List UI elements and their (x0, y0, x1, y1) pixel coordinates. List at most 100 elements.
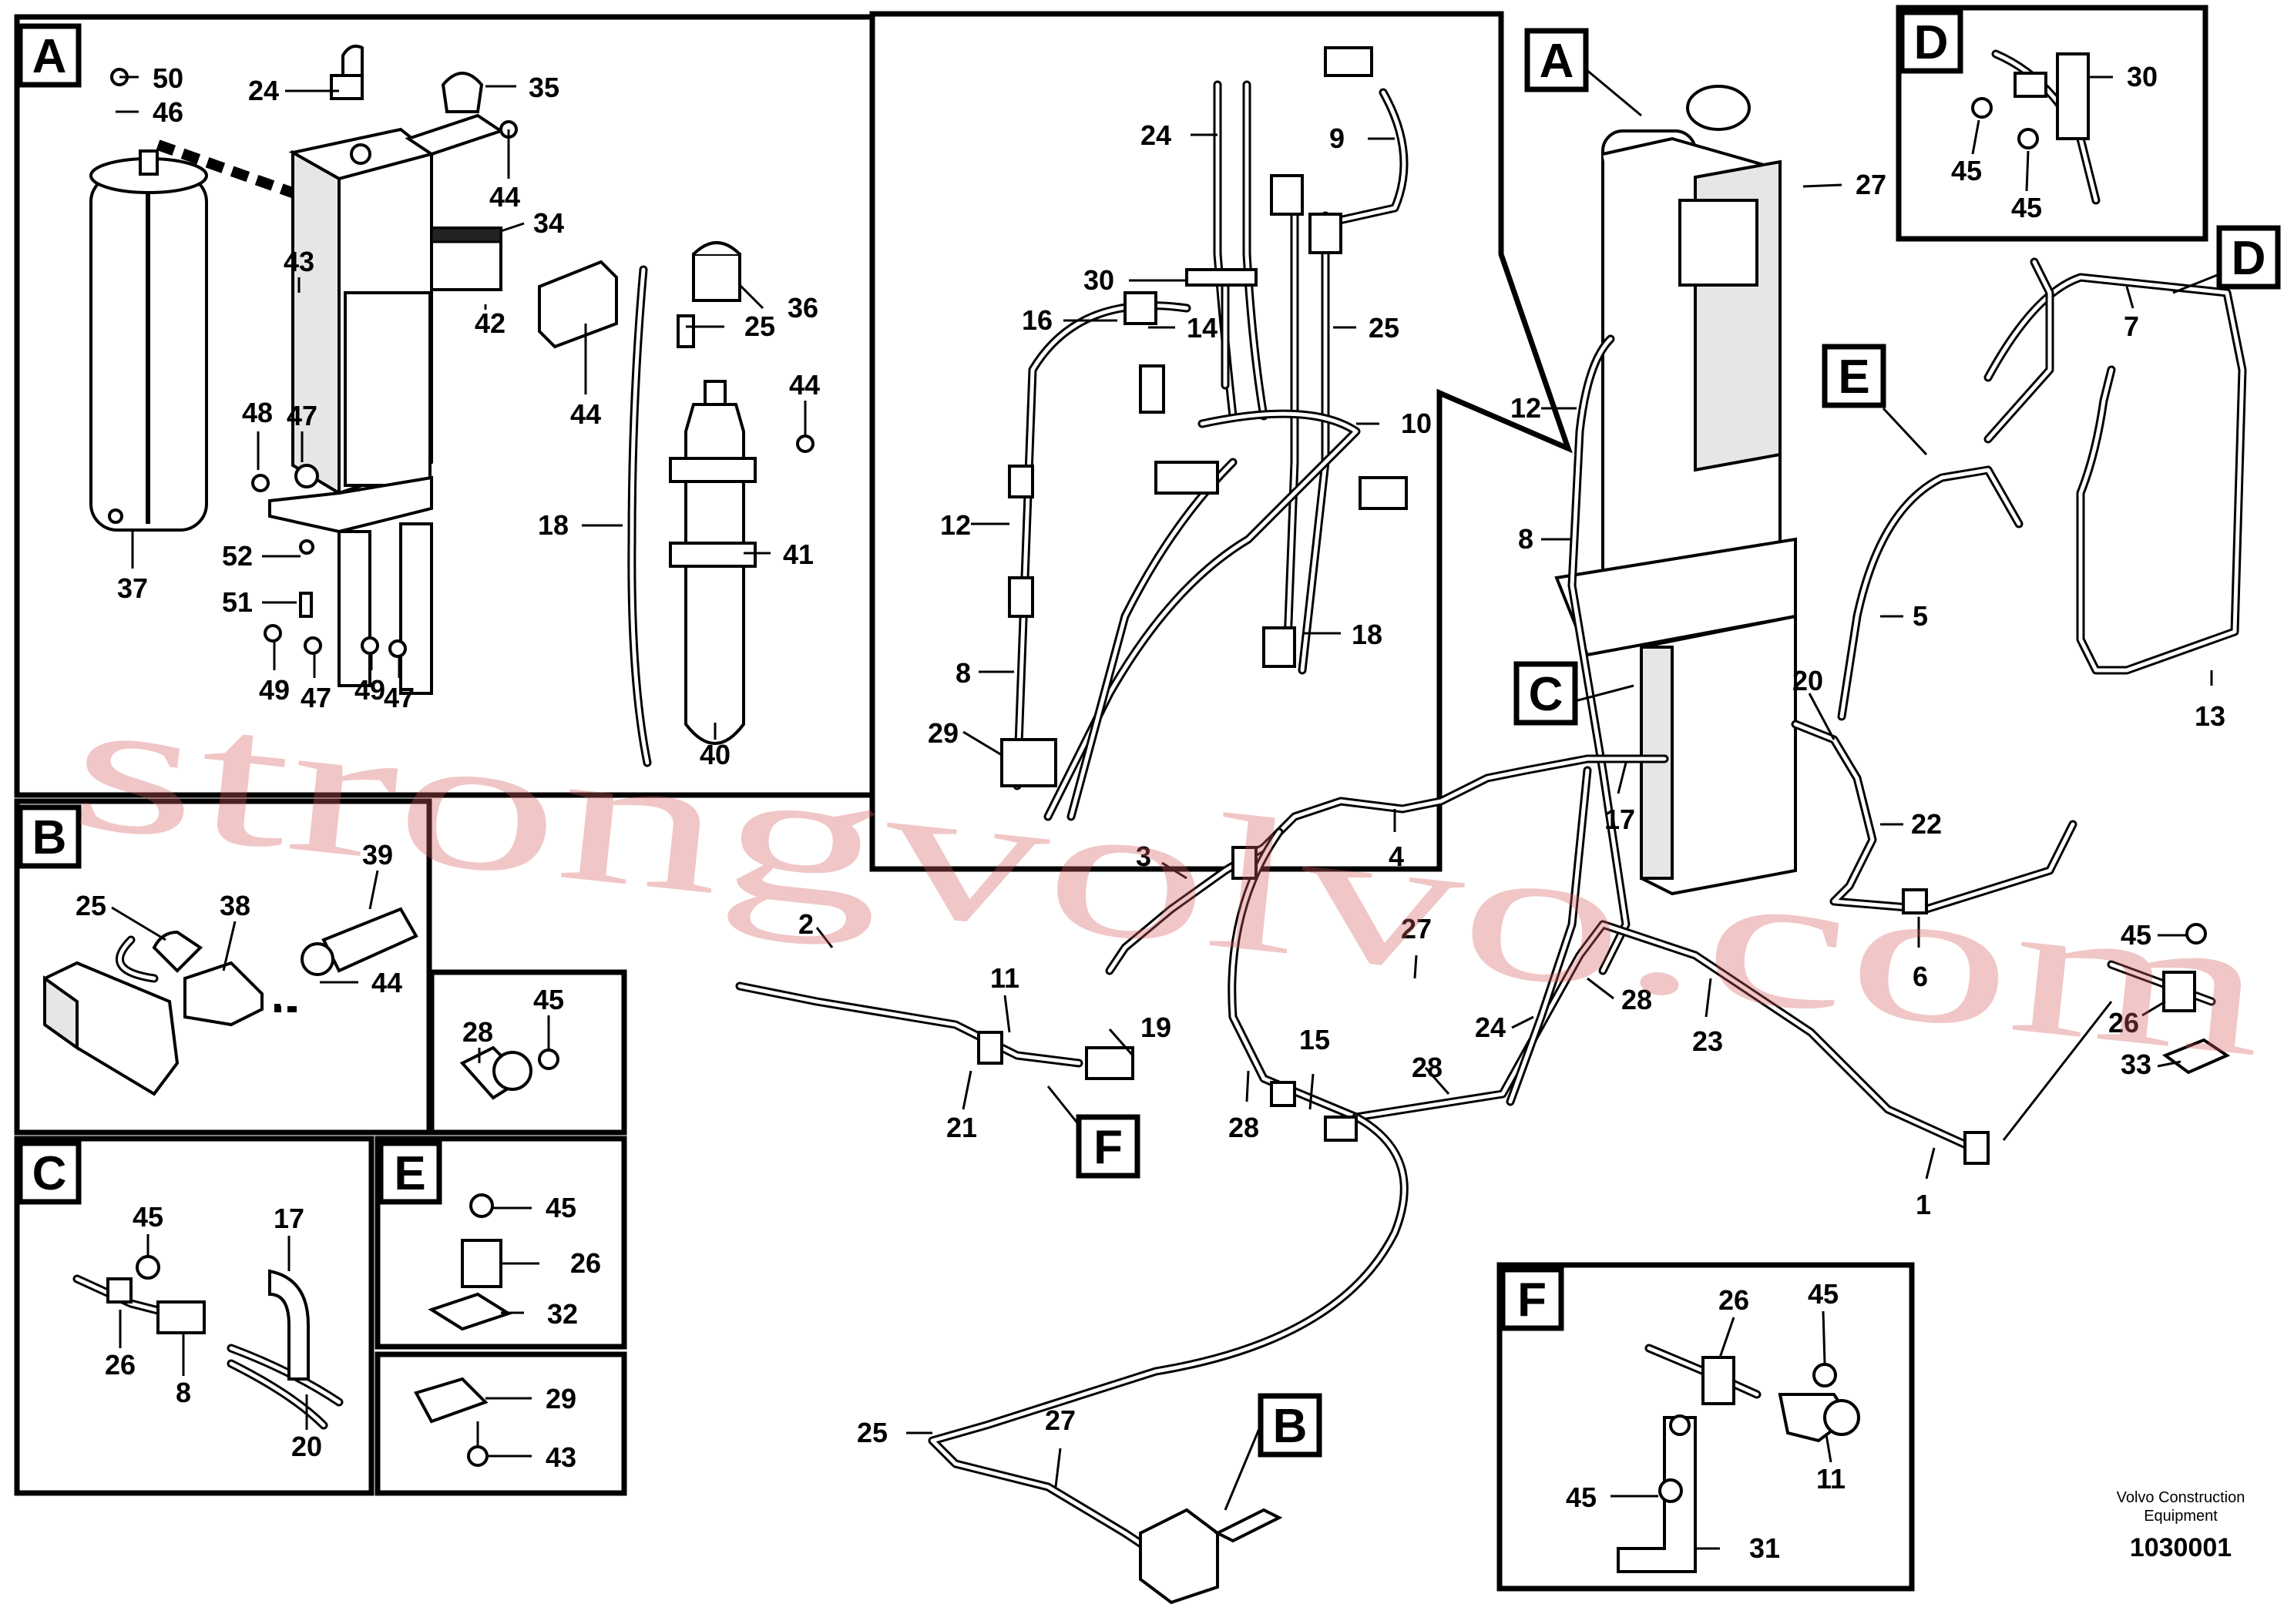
clamp29-callout-29: 29 (546, 1383, 576, 1414)
mounting-column (268, 127, 435, 695)
b-callout-25: 25 (76, 890, 106, 921)
zoom-callout-25: 25 (1369, 312, 1399, 344)
clamp28-callouts: 28 45 (462, 984, 564, 1063)
f-callout-45-b: 45 (1566, 1481, 1597, 1513)
view-letter-f: F (1517, 1273, 1547, 1327)
bracket-35 (405, 113, 505, 156)
main-callout-6: 6 (1913, 961, 1928, 992)
zoom-callout-30: 30 (1083, 264, 1114, 296)
detail-d-frame (1896, 5, 2208, 242)
callout-46: 46 (153, 96, 183, 128)
c-callout-8: 8 (176, 1377, 191, 1408)
clamp29-artwork (414, 1377, 489, 1467)
clamp33-artwork (2107, 923, 2231, 1075)
handle-b (1139, 1508, 1219, 1605)
callout-44-a: 44 (489, 181, 520, 213)
main-callout-25: 25 (857, 1417, 888, 1448)
clamp33-callouts: 45 26 33 (2108, 919, 2187, 1080)
main-callout-27-c: 27 (1045, 1404, 1076, 1436)
callout-47-b: 47 (301, 682, 331, 713)
c-callout-26: 26 (105, 1349, 136, 1381)
detail-b-artwork (43, 907, 418, 1096)
main-callout-19: 19 (1140, 1012, 1171, 1043)
c-callout-20: 20 (291, 1431, 322, 1462)
zoom-callout-10: 10 (1401, 408, 1432, 439)
callout-49-a: 49 (259, 674, 290, 706)
main-callout-23: 23 (1692, 1025, 1723, 1057)
view-letter-e: E (394, 1147, 425, 1200)
main-callout-20: 20 (1792, 665, 1823, 696)
zoom-callout-frame (869, 11, 1573, 872)
d-callout-45-a: 45 (1951, 155, 1982, 186)
detail-f-callouts: 26 45 11 45 31 (1566, 1278, 1846, 1564)
callout-36: 36 (788, 292, 818, 324)
main-callout-7: 7 (2124, 310, 2139, 342)
zoom-callout-12: 12 (940, 509, 971, 541)
main-callout-3: 3 (1136, 841, 1151, 872)
catalog-number: 1030001 (2130, 1533, 2232, 1562)
callout-47-c: 47 (384, 682, 415, 713)
e-callout-45: 45 (546, 1192, 576, 1223)
b-callout-38: 38 (220, 890, 250, 921)
clamp29-callouts: 29 43 (485, 1383, 576, 1473)
detail-f-artwork (1617, 1344, 1860, 1573)
view-letter-a: A (32, 30, 67, 83)
clamp33-callout-33: 33 (2121, 1049, 2151, 1080)
callout-48: 48 (242, 397, 273, 428)
detail-d-artwork (1971, 49, 2101, 205)
callout-24: 24 (248, 75, 279, 106)
callout-37: 37 (117, 572, 148, 604)
b-callout-44: 44 (371, 967, 402, 998)
main-letter-a: A (1540, 35, 1574, 88)
c-callout-17: 17 (274, 1203, 304, 1234)
main-view-callouts: 27 12 8 7 5 20 13 17 4 3 22 2 6 27 11 19… (798, 68, 2225, 1511)
main-callout-15: 15 (1299, 1024, 1330, 1055)
detail-c-frame (14, 1136, 374, 1496)
main-view-artwork (735, 85, 2247, 1605)
detail-b-callouts: 39 25 38 44 (76, 839, 402, 998)
clamp28-callout-45: 45 (533, 984, 564, 1015)
callout-47-a: 47 (287, 400, 317, 431)
main-callout-5: 5 (1913, 600, 1928, 632)
main-callout-13: 13 (2195, 700, 2225, 732)
view-letter-c: C (32, 1147, 67, 1200)
zoom-callout-9: 9 (1329, 122, 1345, 154)
main-accumulator (1554, 85, 1797, 896)
f-callout-11: 11 (1816, 1463, 1846, 1495)
detail-c-artwork (72, 1255, 344, 1430)
main-callout-22: 22 (1911, 808, 1942, 840)
letter-boxes: A B C E D F A C E D F B (17, 9, 2281, 1458)
callout-42: 42 (475, 307, 505, 339)
detail-e-artwork (428, 1193, 512, 1331)
relay-42 (538, 260, 618, 349)
dashed-assembly-line (156, 139, 334, 212)
callout-34: 34 (533, 207, 564, 239)
main-letter-b: B (1273, 1400, 1308, 1453)
bottle-40 (669, 380, 757, 745)
main-letter-e: E (1838, 351, 1869, 404)
c-callout-45: 45 (133, 1201, 163, 1233)
detail-clamp29-frame (374, 1351, 627, 1496)
b-callout-39: 39 (362, 839, 393, 871)
main-callout-12: 12 (1510, 392, 1541, 424)
main-callout-11: 11 (990, 962, 1019, 994)
zoom-callout-8: 8 (956, 657, 971, 689)
zoom-callout-24: 24 (1140, 119, 1171, 151)
detail-d-callouts: 30 45 45 (1951, 61, 2158, 223)
view-letter-d: D (1914, 16, 1949, 69)
detail-e-frame (374, 1136, 627, 1350)
f-callout-31: 31 (1749, 1532, 1780, 1564)
callout-18: 18 (538, 509, 569, 541)
main-callout-27-b: 27 (1401, 913, 1432, 945)
credit-line-2: Equipment (2144, 1508, 2218, 1525)
clamp28-artwork (459, 1032, 559, 1100)
main-callout-27-a: 27 (1856, 169, 1886, 200)
detail-clamp28-frame (428, 969, 627, 1136)
main-callout-28-a: 28 (1621, 984, 1652, 1015)
main-callout-1: 1 (1916, 1189, 1931, 1220)
detail-a-artwork (89, 45, 814, 767)
main-callout-21: 21 (946, 1112, 977, 1143)
valve-36 (692, 253, 741, 302)
clamp29-callout-43: 43 (546, 1441, 576, 1473)
